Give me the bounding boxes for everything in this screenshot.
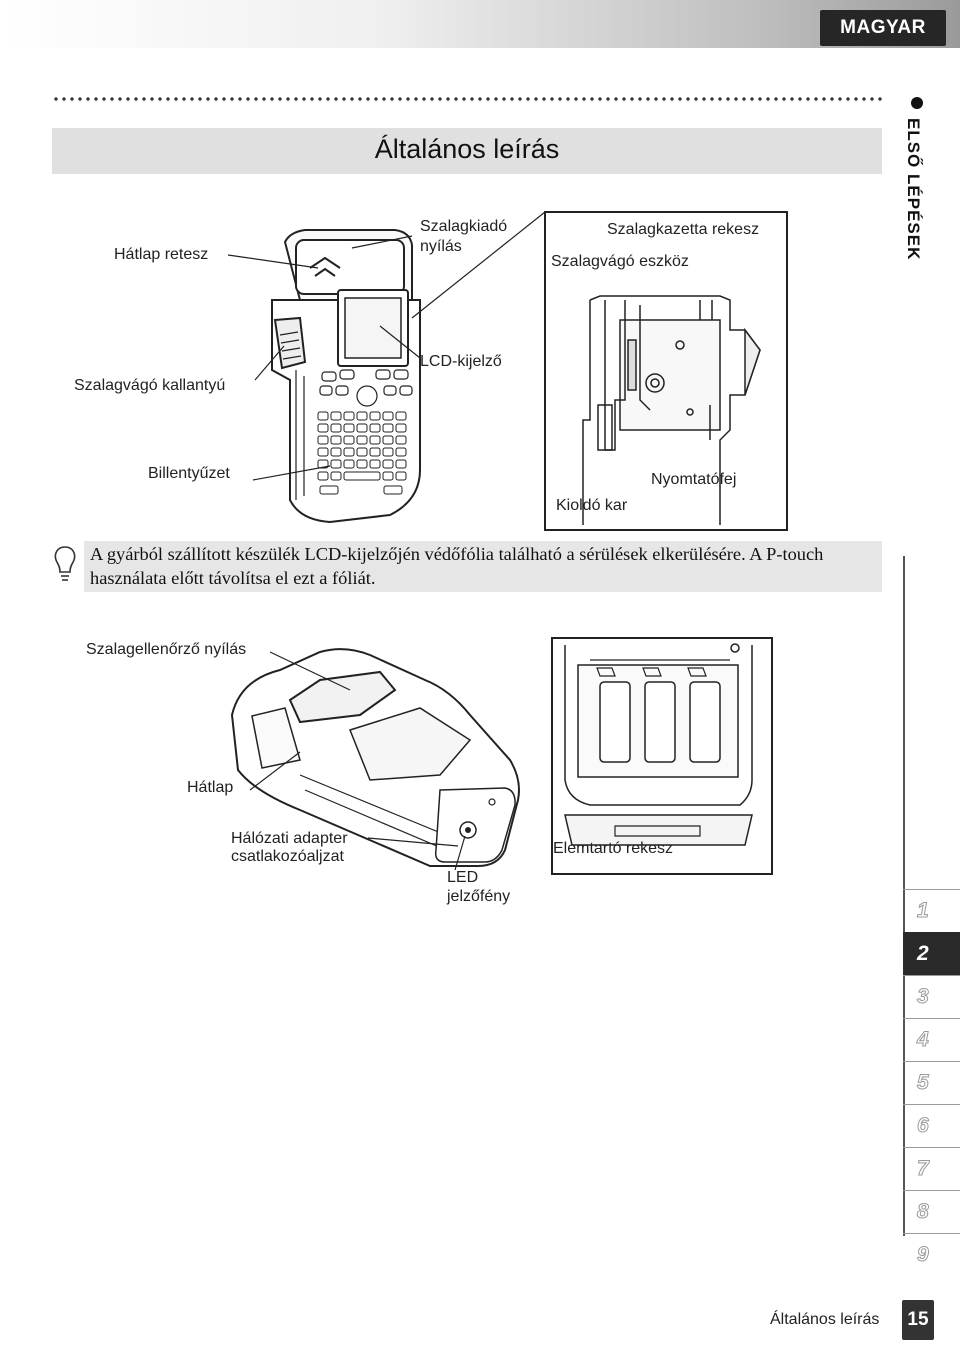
dotted-divider <box>52 96 882 102</box>
chapter-tab-1[interactable]: 1 <box>903 889 960 932</box>
chapter-tabs: 1 2 3 4 5 6 7 8 9 <box>903 889 960 1276</box>
device-front-illustration <box>271 229 421 524</box>
language-badge: MAGYAR <box>820 10 946 46</box>
label-tape-viewer: Szalagellenőrző nyílás <box>86 641 247 658</box>
chapter-tab-4[interactable]: 4 <box>903 1018 960 1061</box>
title-band: Általános leírás <box>52 128 882 174</box>
chapter-tab-7[interactable]: 7 <box>903 1147 960 1190</box>
note-text: A gyárból szállított készülék LCD-kijelz… <box>90 542 882 590</box>
chapter-tab-2[interactable]: 2 <box>903 932 960 975</box>
label-tape-cutter-lever: Szalagvágó kallantyú <box>74 377 226 394</box>
note-line-1: A gyárból szállított készülék LCD-kijelz… <box>90 544 824 564</box>
label-back-cover-latch: Hátlap retesz <box>114 246 209 263</box>
label-back-cover: Hátlap <box>187 779 234 796</box>
chapter-tab-6[interactable]: 6 <box>903 1104 960 1147</box>
label-tape-cutter: Szalagvágó eszköz <box>551 253 689 270</box>
header-bar <box>0 0 960 48</box>
bullet-icon <box>911 97 923 109</box>
label-ac-adapter-jack-line1: Hálózati adapter <box>231 830 348 847</box>
label-print-head: Nyomtatófej <box>651 471 737 488</box>
chapter-tab-3[interactable]: 3 <box>903 975 960 1018</box>
label-tape-exit-slot-line2: nyílás <box>420 238 462 255</box>
page-title: Általános leírás <box>374 134 560 164</box>
label-battery-compartment: Elemtartó rekesz <box>553 840 674 857</box>
note-line-2: használata előtt távolítsa el ezt a fóli… <box>90 568 376 588</box>
side-tab-label: ELSŐ LÉPÉSEK <box>904 118 923 261</box>
label-led-line2: jelzőfény <box>447 888 511 905</box>
lightbulb-icon <box>54 546 76 581</box>
chapter-rule <box>903 556 905 1236</box>
note-box: A gyárból szállított készülék LCD-kijelz… <box>84 541 882 592</box>
label-led-line1: LED <box>447 869 479 886</box>
label-keyboard: Billentyűzet <box>148 465 230 482</box>
label-lcd-display: LCD-kijelző <box>420 353 502 370</box>
chapter-tab-9[interactable]: 9 <box>903 1233 960 1276</box>
label-tape-exit-slot-line1: Szalagkiadó <box>420 218 508 235</box>
label-release-lever: Kioldó kar <box>556 497 628 514</box>
chapter-tab-8[interactable]: 8 <box>903 1190 960 1233</box>
chapter-tab-5[interactable]: 5 <box>903 1061 960 1104</box>
footer-title: Általános leírás <box>770 1311 880 1328</box>
label-ac-adapter-jack-line2: csatlakozóaljzat <box>231 848 344 865</box>
tape-compartment-illustration <box>582 295 761 525</box>
label-tape-cassette-compartment: Szalagkazetta rekesz <box>607 221 760 238</box>
page-number: 15 <box>902 1300 934 1340</box>
